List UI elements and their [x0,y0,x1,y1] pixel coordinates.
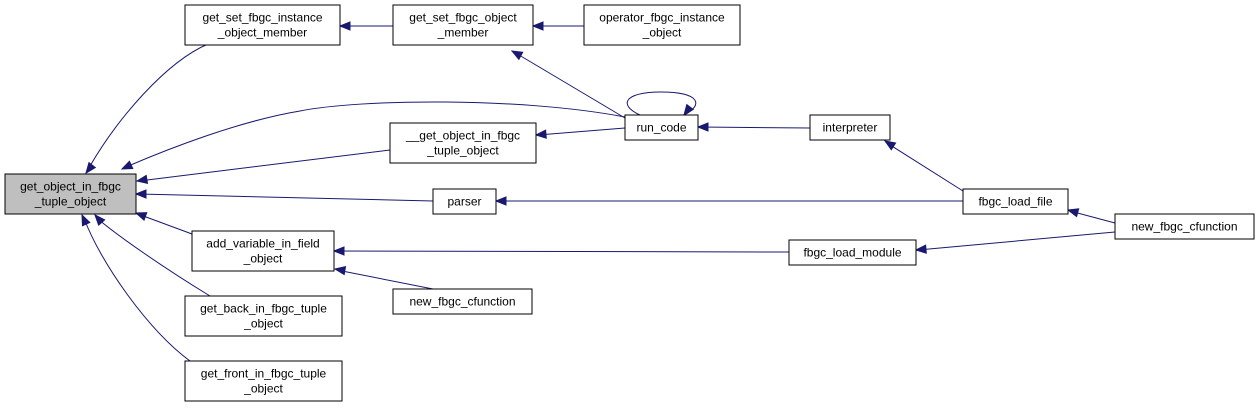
graph-node-run-code[interactable]: run_code [624,114,699,141]
edge-line [513,51,626,119]
edge-line [97,218,211,297]
arrow-head-icon [85,161,97,175]
arrow-head-icon [120,160,134,170]
arrow-head-icon [534,129,547,139]
edge-line [886,142,964,192]
node-label: get_set_fbgc_object [409,11,517,25]
edges-layer [81,21,1116,362]
arrow-head-icon [531,21,544,31]
arrow-head-icon [696,122,709,132]
graph-node-fbgc-load-module[interactable]: fbgc_load_module [788,239,917,266]
node-box [191,230,335,272]
node-label: fbgc_load_file [978,195,1052,209]
graph-node-interpreter[interactable]: interpreter [809,114,891,141]
node-label: operator_fbgc_instance [599,11,725,25]
node-label: new_fbgc_cfunction [409,295,515,309]
edge-line [137,213,193,235]
node-box [432,188,497,215]
node-label: get_object_in_fbgc [20,180,121,194]
node-label: get_back_in_fbgc_tuple [200,302,327,316]
arrow-head-icon [81,213,91,227]
arrow-head-icon [332,246,345,256]
node-label: get_front_in_fbgc_tuple [201,367,327,381]
edge-line [138,149,391,182]
graph-node-operator-instance[interactable]: operator_fbgc_instance_object [583,4,741,46]
edge-line [137,193,434,202]
node-label: _object [243,382,283,396]
arrow-head-icon [494,196,507,206]
graph-node-fbgc-load-file[interactable]: fbgc_load_file [962,188,1069,215]
node-label: interpreter [823,121,878,135]
node-label: add_variable_in_field [206,237,319,251]
node-box [184,4,341,46]
node-box [4,173,137,215]
node-label: __get_object_in_fbgc [405,129,520,143]
arrow-head-icon [134,189,147,199]
node-label: run_code [636,121,686,135]
arrow-head-icon [338,21,351,31]
node-label: _object [243,317,283,331]
edge-line [917,231,1116,251]
arrow-head-icon [1066,208,1080,218]
node-label: _object [243,252,283,266]
arrow-head-icon [510,50,524,61]
node-label: _member [437,26,489,40]
node-box [392,288,533,315]
arrow-head-icon [333,266,347,276]
node-box [1114,213,1255,240]
edge-line [125,101,626,168]
edge-line [89,43,209,167]
edge-line [335,250,790,253]
graph-node-add-variable[interactable]: add_variable_in_field_object [191,230,335,272]
node-label: _tuple_object [34,195,107,209]
edge-line [83,217,191,362]
node-box [392,4,534,46]
graph-node-get-front[interactable]: get_front_in_fbgc_tuple_object [184,360,343,402]
node-box [184,360,343,402]
graph-node-get-set-object[interactable]: get_set_fbgc_object_member [392,4,534,46]
arrow-head-icon [883,140,897,151]
node-box [788,239,917,266]
node-label: new_fbgc_cfunction [1131,220,1237,234]
graph-node-parser[interactable]: parser [432,188,497,215]
graph-node-root[interactable]: get_object_in_fbgc_tuple_object [4,173,137,215]
node-box [184,295,343,337]
graph-node-new-cfunction-mid[interactable]: new_fbgc_cfunction [392,288,533,315]
edge-line [626,91,697,116]
node-box [583,4,741,46]
node-box [624,114,699,141]
graph-node-get-set-instance[interactable]: get_set_fbgc_instance_object_member [184,4,341,46]
arrow-head-icon [914,244,927,254]
node-box [809,114,891,141]
arrow-head-icon [94,213,106,226]
node-box [962,188,1069,215]
graph-node-get-back[interactable]: get_back_in_fbgc_tuple_object [184,295,343,337]
nodes-layer: get_object_in_fbgc_tuple_objectget_set_f… [4,4,1255,402]
arrow-head-icon [135,174,149,184]
edge-line [336,269,434,290]
graph-node-get-object-in-tuple[interactable]: __get_object_in_fbgc_tuple_object [389,122,537,164]
edge-line [537,127,626,136]
node-label: fbgc_load_module [803,246,901,260]
node-label: _object [642,26,682,40]
node-label: get_set_fbgc_instance [202,11,322,25]
node-label: _object_member [217,26,307,40]
arrow-head-icon [683,103,695,117]
arrow-head-icon [134,212,148,222]
graph-node-new-cfunction-right[interactable]: new_fbgc_cfunction [1114,213,1255,240]
node-box [389,122,537,164]
node-label: _tuple_object [426,144,499,158]
edge-line [699,126,811,129]
node-label: parser [447,195,481,209]
